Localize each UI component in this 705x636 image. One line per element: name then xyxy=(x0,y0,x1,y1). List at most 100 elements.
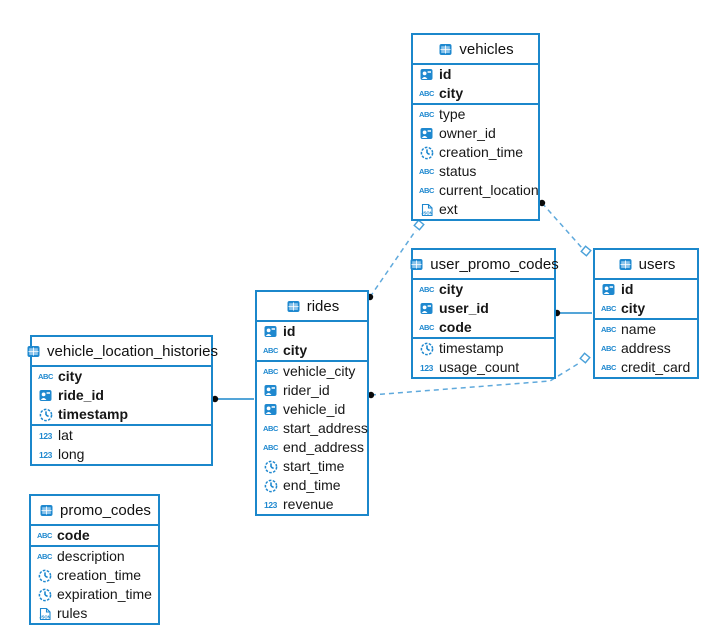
abc-text-icon: ABC xyxy=(262,443,279,452)
field-row-user_id: user_id xyxy=(413,299,554,318)
id-card-icon-wrap xyxy=(600,283,617,296)
clock-icon xyxy=(420,342,433,355)
one-endpoint-dot xyxy=(211,395,219,403)
abc-text-icon-wrap: ABC xyxy=(262,367,279,376)
abc-text-icon: ABC xyxy=(418,110,435,119)
clock-icon-wrap xyxy=(37,408,54,422)
field-label: city xyxy=(283,342,308,358)
abc-text-icon-wrap: ABC xyxy=(262,424,279,433)
primary-key-section: ABC city ride_id timestamp xyxy=(32,367,211,424)
field-label: owner_id xyxy=(439,125,496,141)
abc-text-icon: ABC xyxy=(600,363,617,372)
field-row-timestamp: timestamp xyxy=(413,339,554,358)
id-card-icon xyxy=(420,69,433,80)
clock-icon xyxy=(38,588,51,601)
field-label: lat xyxy=(58,427,73,443)
clock-icon xyxy=(264,479,277,492)
abc-text-icon-wrap: ABC xyxy=(600,325,617,334)
field-label: ride_id xyxy=(58,387,104,403)
table-title: vehicle_location_histories xyxy=(47,342,218,360)
json-icon: JSON xyxy=(39,607,50,620)
json-icon-wrap: JSON xyxy=(418,203,435,217)
field-row-end_time: end_time xyxy=(257,476,367,495)
table-icon xyxy=(619,258,632,270)
table-icon-wrap xyxy=(38,504,55,517)
number-123-icon-wrap: 123 xyxy=(37,450,54,460)
field-label: id xyxy=(283,323,296,339)
svg-text:JSON: JSON xyxy=(39,614,50,619)
field-row-ride_id: ride_id xyxy=(32,386,211,405)
clock-icon xyxy=(420,146,433,159)
field-label: rider_id xyxy=(283,382,330,398)
table-title: users xyxy=(638,255,676,273)
abc-text-icon: ABC xyxy=(600,304,617,313)
table-title: user_promo_codes xyxy=(430,255,559,273)
relationship-rides-users xyxy=(367,352,591,399)
field-label: user_id xyxy=(439,300,489,316)
field-label: creation_time xyxy=(57,567,142,583)
abc-text-icon: ABC xyxy=(418,167,435,176)
table-icon-wrap xyxy=(285,300,302,313)
field-label: status xyxy=(439,163,477,179)
table-icon-wrap xyxy=(437,43,454,56)
many-endpoint-diamond xyxy=(579,352,591,364)
abc-text-icon: ABC xyxy=(600,344,617,353)
number-123-icon: 123 xyxy=(39,449,52,460)
field-row-start_time: start_time xyxy=(257,457,367,476)
field-row-id: id xyxy=(595,280,697,299)
id-card-icon-wrap xyxy=(262,384,279,397)
abc-text-icon: ABC xyxy=(600,325,617,334)
table-icon xyxy=(439,43,452,55)
id-card-icon-wrap xyxy=(418,68,435,81)
id-card-icon xyxy=(264,404,277,415)
abc-text-icon-wrap: ABC xyxy=(418,110,435,119)
table-title: rides xyxy=(306,297,340,315)
field-label: address xyxy=(621,340,671,356)
number-123-icon: 123 xyxy=(264,499,277,510)
field-label: rules xyxy=(57,605,88,621)
clock-icon-wrap xyxy=(262,460,279,474)
field-label: revenue xyxy=(283,496,334,512)
field-row-revenue: 123 revenue xyxy=(257,495,367,514)
field-label: ext xyxy=(439,201,458,217)
json-icon: JSON xyxy=(421,203,432,216)
clock-icon xyxy=(39,408,52,421)
field-label: description xyxy=(57,548,125,564)
table-header: user_promo_codes xyxy=(410,250,559,280)
field-label: city xyxy=(58,368,83,384)
table-icon xyxy=(287,300,300,312)
field-label: vehicle_id xyxy=(283,401,346,417)
field-row-lat: 123 lat xyxy=(32,426,211,445)
id-card-icon-wrap xyxy=(418,302,435,315)
abc-text-icon-wrap: ABC xyxy=(418,167,435,176)
number-123-icon: 123 xyxy=(39,430,52,441)
id-card-icon xyxy=(420,128,433,139)
abc-text-icon: ABC xyxy=(418,285,435,294)
field-label: current_location xyxy=(439,182,539,198)
field-row-creation_time: creation_time xyxy=(31,566,158,585)
field-row-timestamp: timestamp xyxy=(32,405,211,424)
field-row-status: ABC status xyxy=(413,162,538,181)
abc-text-icon: ABC xyxy=(37,372,54,381)
id-card-icon-wrap xyxy=(262,325,279,338)
relationship-user_promo_codes-users xyxy=(553,309,592,317)
id-card-icon-wrap xyxy=(418,127,435,140)
